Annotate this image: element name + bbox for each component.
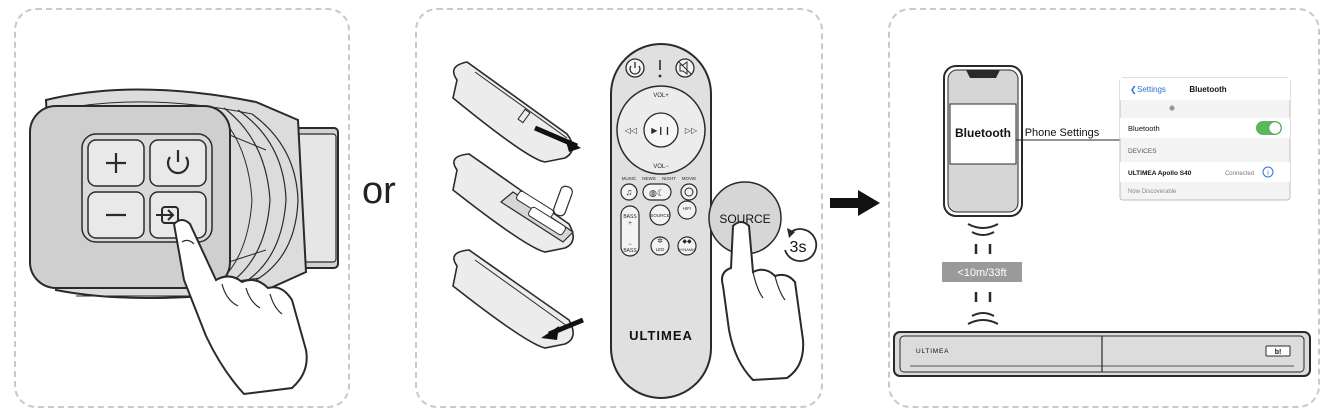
settings-back-link: Settings [1137,85,1166,94]
hifi-button [677,200,697,220]
bass-up-label: BASS [623,214,637,220]
panel-phone-pairing: Bluetooth Phone Settings ❮ Settings Blue… [888,8,1320,408]
vol-down-label: VOL− [653,164,669,170]
bass-up-plus: + [628,221,632,227]
film-reel-icon [684,187,694,197]
mode-label-music: MUSIC [622,176,637,181]
led-button [650,236,670,256]
discoverable-text: Now Discoverable [1128,189,1177,195]
dynamic-button [677,236,697,256]
or-separator: or [362,170,396,212]
previous-icon: ◁◁ [624,126,637,135]
device-status: Connected [1225,171,1254,177]
next-icon: ▷▷ [685,126,698,135]
distance-box [942,262,1022,282]
hold-timer-icon [784,228,818,262]
soundbar-display-text: b! [1275,349,1282,356]
news-night-button [642,183,672,201]
settings-back-chevron-icon: ❮ [1130,85,1137,94]
music-mode-button [620,183,638,201]
mute-icon [679,61,688,75]
devices-header: DEVICES [1128,148,1157,155]
mode-label-movie: MOVIE [682,176,697,181]
soundbar-brand: ULTIMEA [916,348,949,355]
bass-down-label: BASS [623,248,637,254]
vol-up-label: VOL+ [653,93,669,99]
soundbar-side-illustration [29,88,339,396]
loading-spinner-icon: ✺ [1169,104,1176,113]
source-button [649,204,671,226]
pressing-hand [721,221,805,382]
source-callout-label: SOURCE [719,212,770,226]
info-icon [1262,166,1274,178]
pairing-illustration: Bluetooth Phone Settings ❮ Settings Blue… [893,65,1311,377]
power-button [149,139,207,187]
bass-down-minus: − [628,242,632,248]
play-pause-icon: ▶❙❙ [651,126,671,135]
hold-time-label: 3s [790,239,807,256]
globe-moon-icon: ◍☾ [649,188,665,198]
soundbar-display [1265,345,1291,357]
mode-label-news: NEWS [642,176,656,181]
pointing-hand [172,219,308,396]
movie-mode-button [680,183,698,201]
bulb-icon: ✲ [657,237,663,245]
distance-label: <10m/33ft [957,267,1006,279]
power-icon [629,65,641,75]
remote-brand: ULTIMEA [629,328,693,343]
arrow-right-icon [830,190,880,216]
bluetooth-row-label: Bluetooth [1128,124,1160,133]
device-name: ULTIMEA Apollo S40 [1128,170,1192,177]
phone-notch [966,70,1000,78]
settings-title: Bluetooth [1189,85,1226,94]
panel-side-buttons [14,8,350,408]
music-note-icon: ♫ [626,187,633,197]
power-icon [166,156,190,175]
dynamic-icon: ◆◆ [682,239,692,245]
svg-text:i: i [1267,170,1269,177]
hifi-label: HIFI [683,206,692,211]
remote-back-step3 [452,249,584,349]
remote-back-step2 [452,153,574,253]
phone-screen-card [949,103,1017,165]
remote-illustration: ▶❙❙ VOL+ VOL− ◁◁ ▷▷ MUSIC NEWS NIGHT MOV… [452,43,818,399]
led-label: LED [656,247,666,252]
mode-label-night: NIGHT [662,176,676,181]
panel-remote: ▶❙❙ VOL+ VOL− ◁◁ ▷▷ MUSIC NEWS NIGHT MOV… [415,8,823,408]
phone-settings-label: Phone Settings [1025,127,1100,139]
phone-screen-text: Bluetooth [955,126,1011,140]
signal-wave-icon [967,223,999,229]
bass-rocker [620,205,640,257]
source-label: SOURCE [650,213,669,218]
dynamic-label: DYNAMIC [678,247,697,252]
play-pause-button [643,112,679,148]
signal-wave-icon [971,312,995,317]
remote-back-step1 [452,61,581,163]
